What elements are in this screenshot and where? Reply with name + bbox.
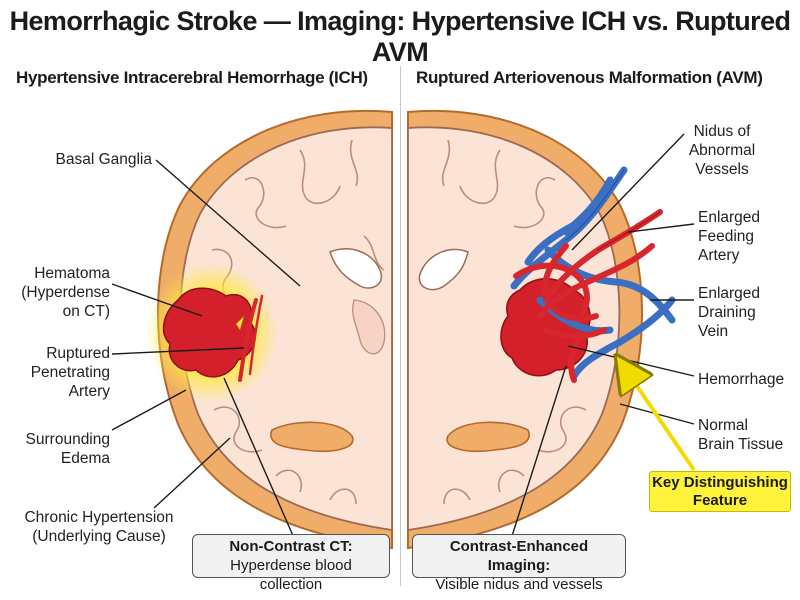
penetrating-artery bbox=[238, 298, 258, 382]
label-nidus: Nidus of Abnormal Vessels bbox=[688, 123, 756, 178]
right-panel-title: Ruptured Arteriovenous Malformation (AVM… bbox=[416, 68, 763, 87]
non-contrast-ct-text: Hyperdense blood collection bbox=[230, 557, 352, 593]
label-draining-vein: Enlarged Draining Vein bbox=[698, 285, 761, 340]
non-contrast-ct-title: Non-Contrast CT: bbox=[229, 538, 353, 555]
label-feeding-artery: Enlarged Feeding Artery bbox=[698, 209, 761, 264]
label-ruptured-artery: Ruptured Penetrating Artery bbox=[30, 345, 110, 400]
right-ventricle bbox=[418, 248, 469, 291]
label-basal-ganglia: Basal Ganglia bbox=[55, 151, 152, 168]
label-hematoma: Hematoma (Hyperdense on CT) bbox=[21, 265, 110, 320]
diagram-title: Hemorrhagic Stroke — Imaging: Hypertensi… bbox=[9, 6, 791, 67]
label-chronic-hypertension: Chronic Hypertension (Underlying Cause) bbox=[24, 509, 174, 545]
non-contrast-ct-box: Non-Contrast CT: Hyperdense blood collec… bbox=[192, 534, 390, 593]
contrast-imaging-box: Contrast-Enhanced Imaging: Visible nidus… bbox=[412, 534, 626, 593]
label-normal-tissue: Normal Brain Tissue bbox=[698, 417, 784, 453]
left-panel-title: Hypertensive Intracerebral Hemorrhage (I… bbox=[16, 68, 368, 87]
right-brain-section bbox=[407, 109, 676, 550]
contrast-imaging-title: Contrast-Enhanced Imaging: bbox=[449, 538, 589, 574]
panel-divider bbox=[400, 66, 401, 586]
left-ventricle bbox=[329, 248, 383, 289]
contrast-imaging-text: Visible nidus and vessels bbox=[435, 576, 603, 593]
key-distinguishing-feature: Key Distinguishing Feature bbox=[649, 471, 791, 512]
key-feature-arrow bbox=[626, 370, 696, 472]
label-hemorrhage: Hemorrhage bbox=[698, 371, 785, 388]
label-edema: Surrounding Edema bbox=[25, 431, 110, 467]
